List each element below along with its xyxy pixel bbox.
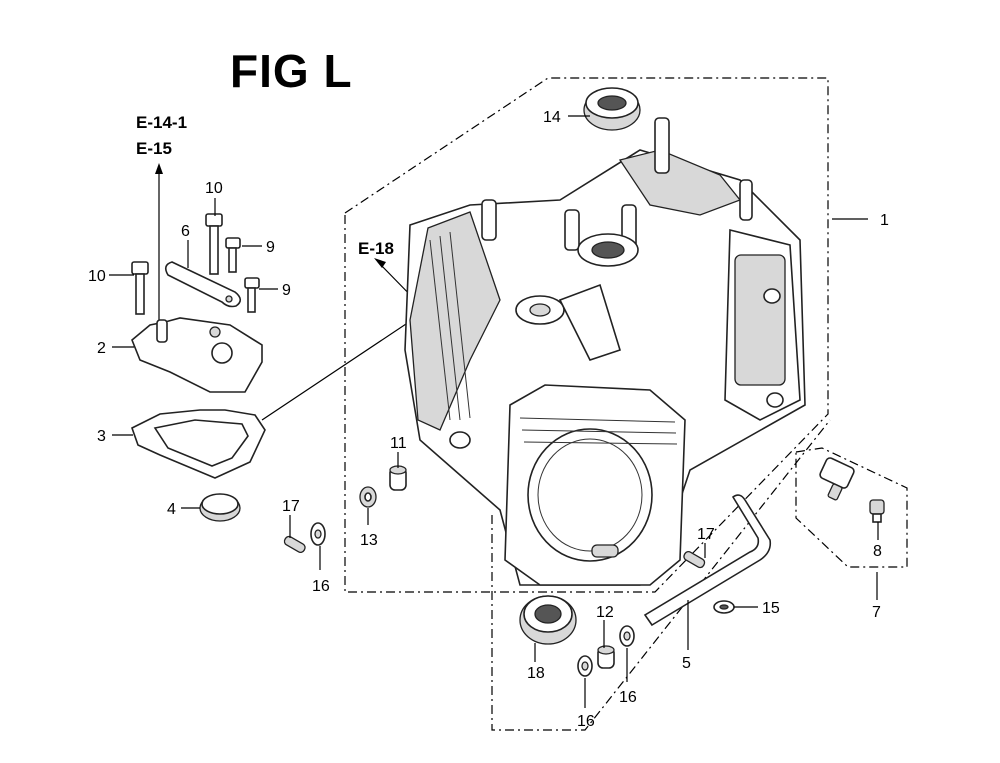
bearing-18	[519, 595, 577, 645]
callout-13: 13	[360, 532, 378, 549]
callout-16-low: 16	[577, 713, 595, 730]
callout-3: 3	[97, 428, 106, 445]
breather-7	[819, 457, 855, 501]
gasket-3	[131, 409, 266, 479]
callout-5: 5	[682, 655, 691, 672]
crankcase-drawing	[404, 117, 806, 586]
pin-17-left	[283, 535, 306, 554]
reference-e-14-1: E-14-1	[136, 113, 188, 132]
callout-16-left: 16	[312, 578, 330, 595]
washer-16-left	[310, 522, 326, 546]
leader-lines	[109, 115, 879, 708]
reference-e-18: E-18	[358, 239, 394, 258]
nut-13	[359, 486, 377, 508]
collar-11	[389, 465, 407, 491]
oil-seal-14	[583, 87, 641, 131]
assembly-boundary-breather	[795, 447, 908, 568]
assembly-boundary-lower	[491, 419, 831, 731]
callout-12: 12	[596, 604, 614, 621]
bolt-10-left	[131, 261, 149, 315]
pin-17-right	[683, 550, 706, 569]
plug-4	[199, 493, 241, 522]
callout-6: 6	[181, 223, 190, 240]
callout-14: 14	[543, 109, 561, 126]
pipe-5	[643, 494, 772, 627]
ref-arrow-head-e15	[155, 163, 163, 174]
washer-16-mid	[619, 625, 635, 647]
callout-11: 11	[390, 435, 407, 452]
callout-17-left: 17	[282, 498, 300, 515]
callout-9-lower: 9	[282, 282, 291, 299]
seal-15	[713, 600, 735, 614]
callout-18: 18	[527, 665, 545, 682]
bracket-2	[131, 317, 263, 393]
collar-12	[597, 645, 615, 669]
bolt-10-right	[205, 213, 223, 275]
callout-17-right: 17	[697, 526, 715, 543]
callout-2: 2	[97, 340, 106, 357]
gasket-to-case-line	[261, 307, 431, 421]
ref-arrow-head-e18	[374, 258, 386, 268]
bolt-8	[869, 499, 885, 523]
callout-8: 8	[873, 543, 882, 560]
callout-10-top: 10	[205, 180, 223, 197]
callout-4: 4	[167, 501, 176, 518]
assembly-boundary-main	[344, 77, 829, 593]
callout-9-upper: 9	[266, 239, 275, 256]
callout-7: 7	[872, 604, 881, 621]
callout-1: 1	[880, 212, 889, 229]
callout-10-left: 10	[88, 268, 106, 285]
figure-title: FIG L	[230, 45, 353, 97]
callout-16-mid: 16	[619, 689, 637, 706]
callout-15: 15	[762, 600, 780, 617]
bolt-9-lower	[244, 277, 260, 313]
link-6	[164, 261, 242, 308]
bolt-9-upper	[225, 237, 241, 273]
reference-e-15: E-15	[136, 139, 172, 158]
washer-16-low	[577, 655, 593, 677]
